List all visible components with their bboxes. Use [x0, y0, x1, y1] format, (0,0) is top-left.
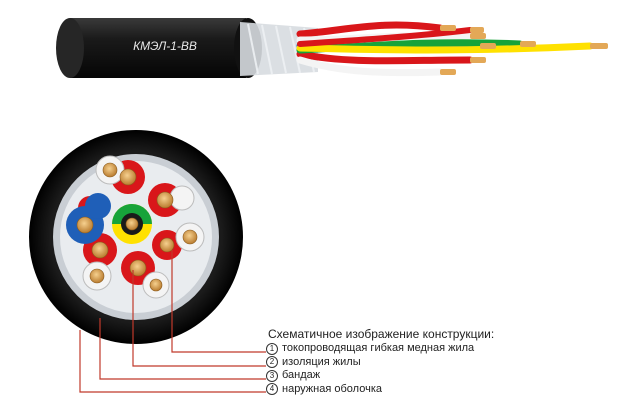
legend-item-sheath: 4 наружная оболочка: [266, 383, 566, 397]
legend-text-3: бандаж: [282, 369, 321, 381]
leader-line-2: [132, 270, 266, 367]
legend-number-4: 4: [266, 383, 278, 396]
copper-ends: [440, 25, 608, 75]
legend-text-2: изоляция жилы: [282, 355, 361, 368]
cable-side-view: КМЭЛ-1-ВВ: [56, 18, 608, 78]
leader-line-1: [171, 250, 266, 353]
legend-title: Схематичное изображение конструкции:: [268, 327, 495, 341]
legend-item-bandage: 3 бандаж: [266, 369, 566, 383]
cable-cross-section: [29, 130, 243, 344]
outer-sheath: [63, 18, 254, 78]
leader-line-4: [79, 330, 266, 393]
legend-item-conductor: 1 токопроводящая гибкая медная жила: [266, 342, 566, 356]
legend-number-2: 2: [266, 356, 278, 369]
legend-text-4: наружная оболочка: [282, 382, 382, 395]
legend-number-1: 1: [266, 342, 278, 355]
legend-text-1: токопроводящая гибкая медная жила: [282, 342, 475, 354]
leader-lines: [79, 250, 266, 393]
leader-line-3: [99, 318, 266, 380]
legend-item-insulation: 2 изоляция жилы: [266, 356, 566, 370]
copper-cores: [76, 162, 198, 292]
conductors-fan: [296, 21, 594, 77]
cable-marking: КМЭЛ-1-ВВ: [133, 39, 197, 53]
legend: Схематичное изображение конструкции: 1 т…: [266, 326, 566, 396]
legend-number-3: 3: [266, 369, 278, 382]
